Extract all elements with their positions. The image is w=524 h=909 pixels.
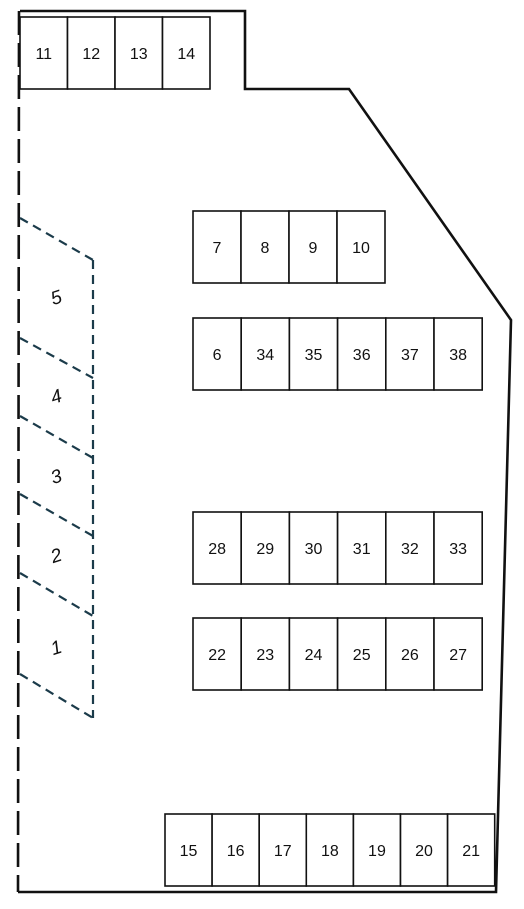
space-cell bbox=[433, 511, 484, 585]
space-number: 17 bbox=[274, 843, 292, 860]
angled-slot-number: 4 bbox=[48, 386, 65, 409]
space-cell bbox=[384, 317, 435, 391]
space-number: 29 bbox=[256, 541, 274, 558]
space-number: 27 bbox=[449, 647, 467, 664]
space-number: 20 bbox=[415, 843, 433, 860]
slot-divider bbox=[19, 493, 94, 537]
space-number: 30 bbox=[305, 541, 323, 558]
space-number: 26 bbox=[401, 647, 419, 664]
boundary-left-dashed bbox=[16, 10, 21, 893]
space-cell bbox=[288, 617, 339, 691]
space-cell bbox=[433, 617, 484, 691]
space-cell bbox=[240, 511, 291, 585]
angled-slot-labels: 5 4 3 2 1 bbox=[47, 287, 65, 660]
space-number: 8 bbox=[261, 240, 270, 257]
angled-slot-number: 2 bbox=[47, 545, 65, 569]
space-cell bbox=[192, 511, 243, 585]
space-number: 34 bbox=[256, 347, 274, 364]
space-number: 14 bbox=[177, 46, 195, 63]
block-row-22-27: 22 23 24 25 26 27 bbox=[192, 617, 484, 691]
angled-slot-number: 1 bbox=[48, 637, 65, 660]
space-cell bbox=[66, 16, 116, 90]
space-number: 23 bbox=[256, 647, 274, 664]
angled-slots bbox=[19, 217, 95, 719]
space-cell bbox=[164, 813, 213, 887]
space-cell bbox=[433, 317, 484, 391]
space-cell bbox=[192, 317, 243, 391]
slot-divider bbox=[19, 415, 94, 459]
space-number: 37 bbox=[401, 347, 419, 364]
space-number: 38 bbox=[449, 347, 467, 364]
space-number: 36 bbox=[353, 347, 371, 364]
space-cell bbox=[384, 511, 435, 585]
space-cell bbox=[399, 813, 449, 887]
angled-slot-number: 5 bbox=[48, 287, 65, 310]
space-number: 35 bbox=[305, 347, 323, 364]
slot-divider bbox=[19, 217, 94, 261]
space-cell bbox=[240, 317, 291, 391]
space-cell bbox=[161, 16, 211, 90]
space-cell bbox=[336, 511, 387, 585]
space-number: 6 bbox=[213, 347, 222, 364]
boundary-outline bbox=[18, 9, 513, 894]
space-cell bbox=[192, 617, 243, 691]
block-top-left: 11 12 13 14 bbox=[19, 16, 211, 90]
space-number: 28 bbox=[208, 541, 226, 558]
slot-divider bbox=[19, 572, 94, 617]
space-number: 15 bbox=[180, 843, 198, 860]
space-number: 9 bbox=[309, 240, 318, 257]
slot-divider bbox=[19, 673, 94, 719]
space-number: 21 bbox=[462, 843, 480, 860]
block-row-28-33: 28 29 30 31 32 33 bbox=[192, 511, 484, 585]
space-number: 31 bbox=[353, 541, 371, 558]
space-cell bbox=[336, 210, 386, 284]
angled-slot-number: 3 bbox=[48, 466, 65, 489]
space-number: 12 bbox=[82, 46, 100, 63]
block-row-6-38: 6 34 35 36 37 38 bbox=[192, 317, 484, 391]
space-number: 10 bbox=[352, 240, 370, 257]
space-cell bbox=[305, 813, 355, 887]
space-number: 11 bbox=[35, 46, 52, 63]
space-number: 32 bbox=[401, 541, 419, 558]
space-number: 33 bbox=[449, 541, 467, 558]
space-cell bbox=[288, 511, 339, 585]
space-number: 16 bbox=[227, 843, 245, 860]
space-number: 13 bbox=[130, 46, 148, 63]
space-number: 25 bbox=[353, 647, 371, 664]
space-cell bbox=[211, 813, 261, 887]
block-row-7-10: 7 8 9 10 bbox=[192, 210, 386, 284]
space-number: 22 bbox=[208, 647, 226, 664]
space-number: 7 bbox=[213, 240, 222, 257]
space-number: 18 bbox=[321, 843, 339, 860]
space-cell bbox=[114, 16, 164, 90]
block-bottom: 15 16 17 18 19 20 21 bbox=[164, 813, 496, 887]
space-cell bbox=[258, 813, 308, 887]
slot-divider bbox=[19, 337, 94, 379]
space-cell bbox=[288, 317, 339, 391]
space-cell bbox=[336, 617, 387, 691]
space-cell bbox=[446, 813, 496, 887]
space-number: 19 bbox=[368, 843, 386, 860]
space-number: 24 bbox=[305, 647, 323, 664]
